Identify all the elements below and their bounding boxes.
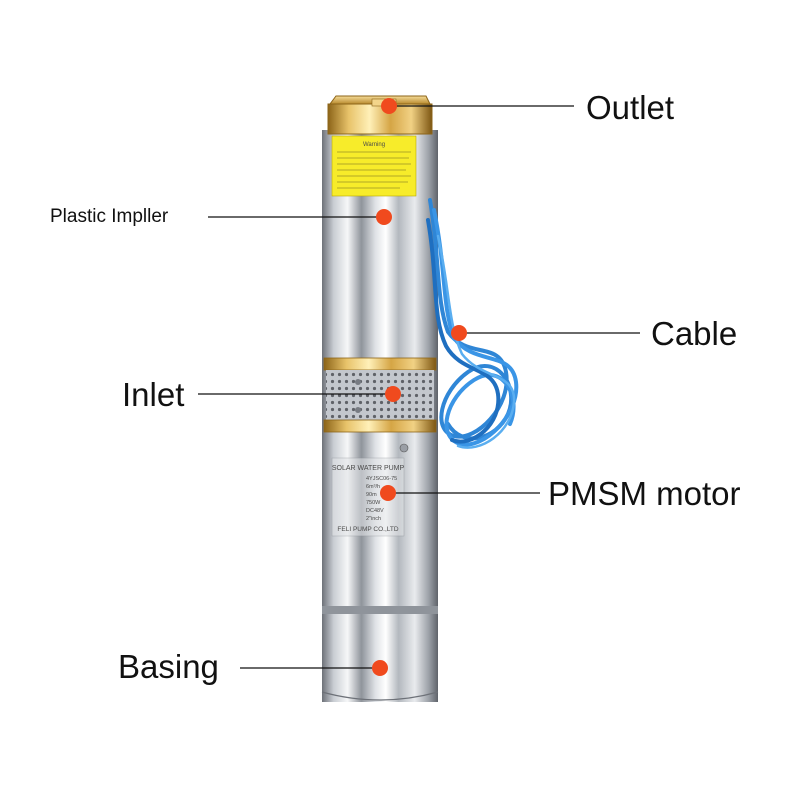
outlet-marker <box>381 98 397 114</box>
plastic-impeller-label: Plastic Impller <box>50 206 169 227</box>
plate-line-3: 90m <box>366 492 377 498</box>
plate-line-6: 2"inch <box>366 516 381 522</box>
warning-title: Warning <box>363 142 385 148</box>
plate-line-1: 4YJSC06-75 <box>366 476 397 482</box>
basing-marker <box>372 660 388 676</box>
plate-line-4: 750W <box>366 500 381 506</box>
lower-brass-ring <box>323 419 437 433</box>
outlet-label: Outlet <box>586 89 675 126</box>
upper-brass-ring <box>323 357 437 371</box>
plate-line-2: 6m³/h <box>366 484 380 490</box>
plate-line-5: DC48V <box>366 508 384 514</box>
pmsm-motor-label: PMSM motor <box>548 475 741 512</box>
bottom-band <box>322 606 438 614</box>
cable-label: Cable <box>651 315 738 352</box>
cable-coil <box>426 198 519 449</box>
pump-base <box>322 614 438 700</box>
warning-label: Warning <box>331 135 417 197</box>
cable-marker <box>451 325 467 341</box>
plastic-impeller-marker <box>376 209 392 225</box>
plate-company: FELI PUMP CO.,LTD <box>337 526 398 533</box>
outlet-collar <box>327 103 433 135</box>
inlet-marker <box>385 386 401 402</box>
motor-nameplate: SOLAR WATER PUMP 4YJSC06-75 6m³/h 90m 75… <box>331 443 409 537</box>
inlet-label: Inlet <box>122 376 185 413</box>
basing-label: Basing <box>118 648 219 685</box>
pmsm-motor-marker <box>380 485 396 501</box>
plate-title: SOLAR WATER PUMP <box>332 465 405 472</box>
